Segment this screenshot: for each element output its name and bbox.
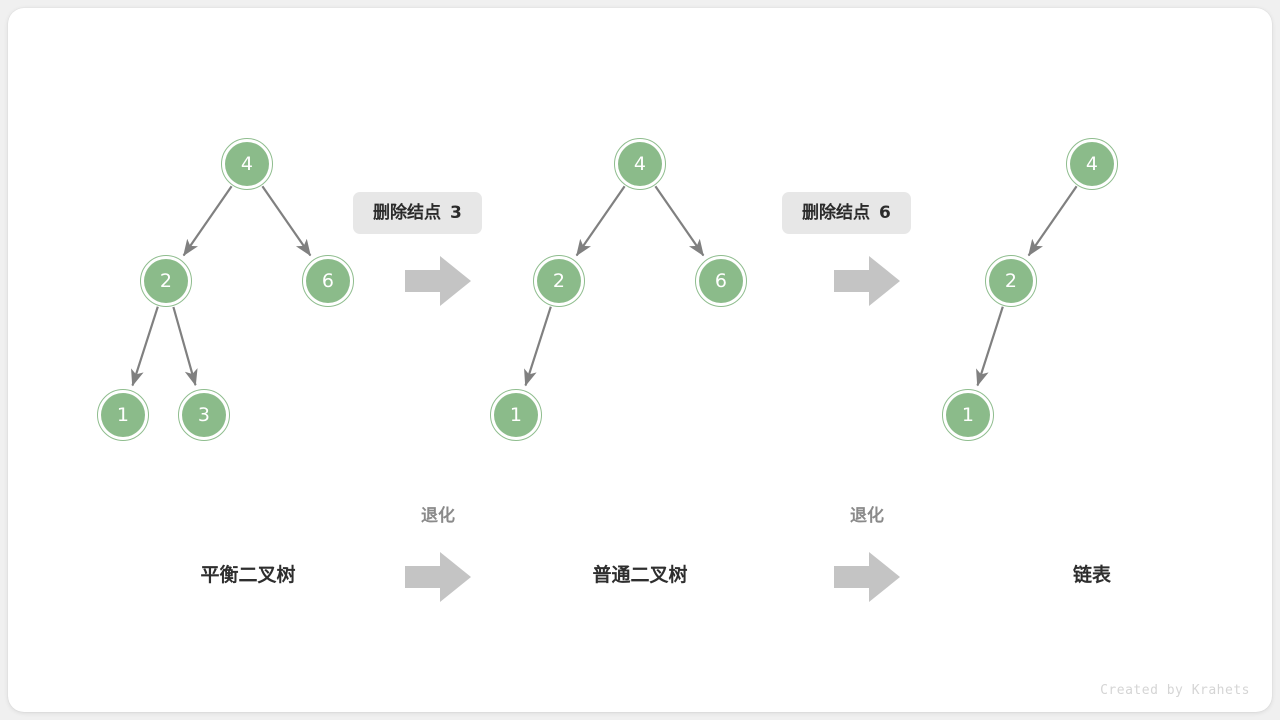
tree-node[interactable]: 2 xyxy=(533,255,585,307)
operation-badge-label: 删除结点 xyxy=(373,203,441,222)
degenerate-label-delete-3: 退化 xyxy=(421,506,455,525)
tree-edge xyxy=(1027,185,1078,257)
tree-edge xyxy=(131,306,159,387)
tree-node[interactable]: 4 xyxy=(614,138,666,190)
watermark: Created by Krahets xyxy=(1100,683,1250,698)
tree-node-disc: 4 xyxy=(618,142,662,186)
tree-node[interactable]: 2 xyxy=(140,255,192,307)
tree-node[interactable]: 1 xyxy=(97,389,149,441)
tree-node-disc: 2 xyxy=(144,259,188,303)
tree-node[interactable]: 1 xyxy=(490,389,542,441)
tree-node-value: 4 xyxy=(633,152,647,175)
tree-node-value: 4 xyxy=(240,152,254,175)
tree-node-disc: 4 xyxy=(225,142,269,186)
tree-node[interactable]: 4 xyxy=(1066,138,1118,190)
arrow-right-icon xyxy=(405,256,471,306)
degenerate-arrow-delete-6 xyxy=(834,552,900,602)
tree-node-disc: 1 xyxy=(494,393,538,437)
arrow-right-icon xyxy=(405,552,471,602)
tree-node-value: 3 xyxy=(197,403,211,426)
tree-node-disc: 2 xyxy=(989,259,1033,303)
figure-card: 4 2 6 1 3 平衡二叉树 4 2 6 1 普通二叉树 4 2 1 链表 删除结点 3 退化 删除结点 6 退化 C… xyxy=(8,8,1272,712)
operation-badge-value: 6 xyxy=(879,203,891,223)
operation-badge-delete-3: 删除结点 3 xyxy=(353,192,482,235)
tree-node-value: 2 xyxy=(159,269,173,292)
tree-edge xyxy=(524,306,552,387)
tree-node-value: 1 xyxy=(116,403,130,426)
tree-node-value: 6 xyxy=(321,269,335,292)
tree-node-disc: 4 xyxy=(1070,142,1114,186)
tree-node-disc: 1 xyxy=(946,393,990,437)
operation-badge-value: 3 xyxy=(450,203,462,223)
operation-badge-label: 删除结点 xyxy=(802,203,870,222)
degenerate-label-delete-6: 退化 xyxy=(850,506,884,525)
tree-edge xyxy=(182,185,233,257)
tree-node-value: 1 xyxy=(961,403,975,426)
tree-edges-layer xyxy=(131,185,1078,387)
arrow-right-icon xyxy=(834,552,900,602)
tree-node-value: 2 xyxy=(552,269,566,292)
transition-arrow-delete-6 xyxy=(834,256,900,306)
tree-node-disc: 6 xyxy=(699,259,743,303)
tree-node[interactable]: 1 xyxy=(942,389,994,441)
stage-caption-linked-list: 链表 xyxy=(1072,565,1112,586)
tree-edge xyxy=(654,185,705,257)
tree-node[interactable]: 6 xyxy=(302,255,354,307)
tree-node[interactable]: 2 xyxy=(985,255,1037,307)
tree-node-value: 1 xyxy=(509,403,523,426)
tree-node[interactable]: 3 xyxy=(178,389,230,441)
tree-node[interactable]: 6 xyxy=(695,255,747,307)
tree-node-value: 2 xyxy=(1004,269,1018,292)
tree-node-value: 6 xyxy=(714,269,728,292)
tree-edge xyxy=(575,185,626,257)
degenerate-arrow-delete-3 xyxy=(405,552,471,602)
tree-node-disc: 2 xyxy=(537,259,581,303)
stage-caption-balanced: 平衡二叉树 xyxy=(200,565,296,586)
tree-edge xyxy=(976,306,1004,387)
operation-badge-delete-6: 删除结点 6 xyxy=(782,192,911,235)
tree-node-value: 4 xyxy=(1085,152,1099,175)
tree-edge xyxy=(261,185,312,257)
tree-node-disc: 3 xyxy=(182,393,226,437)
tree-node-disc: 1 xyxy=(101,393,145,437)
stage-caption-ordinary: 普通二叉树 xyxy=(592,565,688,586)
tree-edge xyxy=(172,306,198,387)
transition-arrow-delete-3 xyxy=(405,256,471,306)
tree-node-disc: 6 xyxy=(306,259,350,303)
tree-node[interactable]: 4 xyxy=(221,138,273,190)
arrow-right-icon xyxy=(834,256,900,306)
